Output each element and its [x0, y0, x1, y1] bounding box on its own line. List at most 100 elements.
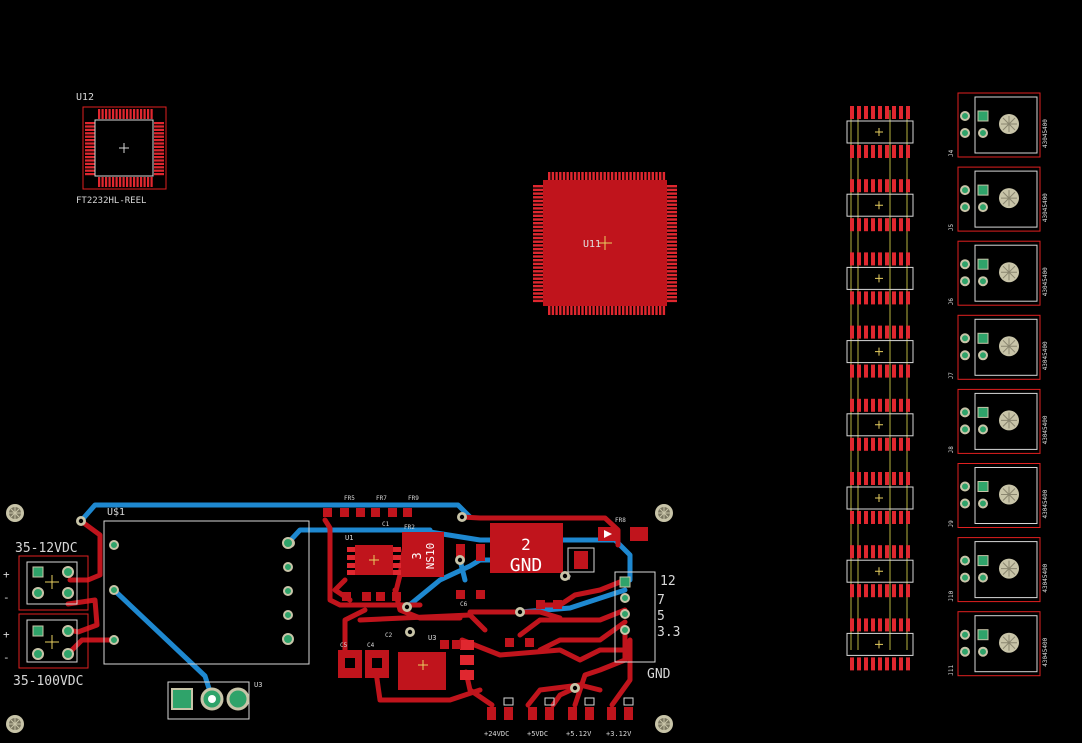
cap-c4: C4: [365, 642, 389, 678]
connector-j5[interactable]: J5 43045400: [948, 166, 1049, 232]
connector-j6[interactable]: J6 43045400: [948, 240, 1049, 306]
u3-header-label: U3: [254, 681, 262, 689]
connector-part-label: 43045400: [1042, 341, 1049, 370]
connector-j11[interactable]: J11 43045400: [948, 611, 1049, 677]
gnd-pad-number: 2: [521, 535, 531, 554]
input-terminal-high[interactable]: + - 35-100VDC: [3, 613, 89, 689]
u3-label: U3: [428, 634, 436, 642]
connector-part-label: 43045400: [1042, 637, 1049, 666]
u11-origin-icon: [598, 236, 612, 250]
minus-icon-2: -: [3, 651, 10, 664]
rail-5-label: 5: [657, 609, 665, 624]
u11-pads: [533, 172, 677, 315]
connector-ref-label: J4: [948, 149, 955, 157]
mounting-hole-bl: [6, 715, 24, 733]
vias: [76, 512, 580, 693]
connector-ref-label: J9: [948, 520, 955, 528]
connector-part-label: 43045400: [1042, 563, 1049, 592]
rail-7-label: 7: [657, 593, 665, 608]
mounting-hole-tl: [6, 504, 24, 522]
rail-33-label: 3.3: [657, 625, 680, 640]
u1-ic: U1: [345, 534, 401, 575]
u3-header[interactable]: U3: [167, 681, 262, 720]
connector-part-label: 43045400: [1042, 415, 1049, 444]
gnd-pad-name: GND: [510, 555, 543, 576]
part-label: FR2: [404, 524, 415, 531]
ic-5[interactable]: [846, 398, 914, 451]
connector-part-label: 43045400: [1042, 489, 1049, 518]
connector-part-label: 43045400: [1042, 193, 1049, 222]
part-label: FR9: [408, 495, 419, 502]
connector-ref-label: J10: [948, 590, 955, 601]
connector-ref-label: J5: [948, 223, 955, 231]
led-pairs: [487, 697, 634, 720]
connector-j8[interactable]: J8 43045400: [948, 388, 1049, 454]
bottom-label-1: +24VDC: [484, 730, 509, 738]
part-label: FR7: [376, 495, 387, 502]
ic-3[interactable]: [846, 252, 914, 305]
connector-part-label: 43045400: [1042, 119, 1049, 148]
connector-column: J443045400J543045400J643045400J743045400…: [948, 92, 1049, 677]
part-label: C2: [385, 632, 393, 639]
connector-ref-label: J6: [948, 298, 955, 306]
svg-text:C5: C5: [340, 642, 348, 649]
u12-value-label: FT2232HL-REEL: [76, 196, 146, 206]
cap-c5: C5: [338, 642, 362, 678]
plus-icon-1: +: [3, 568, 10, 581]
diode-d1: [598, 527, 648, 541]
ic-column: [846, 106, 914, 671]
ic-4[interactable]: [846, 325, 914, 378]
part-label: C6: [460, 601, 468, 608]
svg-text:C4: C4: [367, 642, 375, 649]
rail-gnd-label: GND: [647, 667, 671, 682]
rail-12-label: 12: [660, 574, 676, 589]
u11-component[interactable]: U11: [533, 172, 677, 315]
ic-8[interactable]: [846, 618, 914, 671]
u12-pads: [85, 109, 164, 187]
u12-body: [94, 119, 154, 177]
svg-text:U1: U1: [345, 534, 353, 542]
connector-part-label: 43045400: [1042, 267, 1049, 296]
ns10-pad: [402, 532, 444, 577]
u-s1-module: U$1: [103, 507, 310, 665]
cap-c7: [567, 547, 595, 573]
minus-icon-1: -: [3, 591, 10, 604]
gnd-pad: [490, 523, 563, 573]
ic-7[interactable]: [846, 545, 914, 598]
u11-ref-label: U11: [583, 239, 601, 250]
u12-component[interactable]: U12 FT2232HL-REEL: [76, 92, 167, 206]
mounting-hole-br: [655, 715, 673, 733]
u12-courtyard: [82, 106, 167, 190]
connector-j4[interactable]: J4 43045400: [948, 92, 1049, 158]
ns10-pad-name: NS10: [424, 543, 437, 570]
bottom-label-3: +5.12V: [566, 730, 592, 738]
part-label: C1: [382, 521, 390, 528]
part-label: FR8: [615, 517, 626, 524]
ic-1[interactable]: [846, 106, 914, 158]
connector-j9[interactable]: J9 43045400: [948, 463, 1049, 528]
u3-regulator: U3: [398, 634, 474, 690]
ic-6[interactable]: [846, 472, 914, 524]
connector-ref-label: J7: [948, 372, 955, 380]
u-s1-label: U$1: [107, 507, 125, 518]
u12-ref-label: U12: [76, 92, 94, 103]
part-label: FR5: [344, 495, 355, 502]
input-terminal-low[interactable]: + - 35-12VDC: [3, 541, 89, 611]
connector-j10[interactable]: J10 43045400: [948, 537, 1049, 603]
ns10-pad-number: 3: [410, 552, 424, 559]
bottom-label-4: +3.12V: [606, 730, 632, 738]
connector-ref-label: J8: [948, 446, 955, 454]
plus-icon-2: +: [3, 628, 10, 641]
bottom-label-2: +5VDC: [527, 730, 548, 738]
v-in-high-label: 35-100VDC: [13, 674, 83, 689]
connector-ref-label: J11: [948, 664, 955, 675]
v-in-low-label: 35-12VDC: [15, 541, 78, 556]
ic-2[interactable]: [846, 179, 914, 232]
mounting-hole-tr: [655, 504, 673, 522]
u12-origin-icon: [119, 143, 129, 153]
output-header[interactable]: 12 7 5 3.3 GND: [614, 571, 680, 682]
connector-j7[interactable]: J7 43045400: [948, 314, 1049, 380]
